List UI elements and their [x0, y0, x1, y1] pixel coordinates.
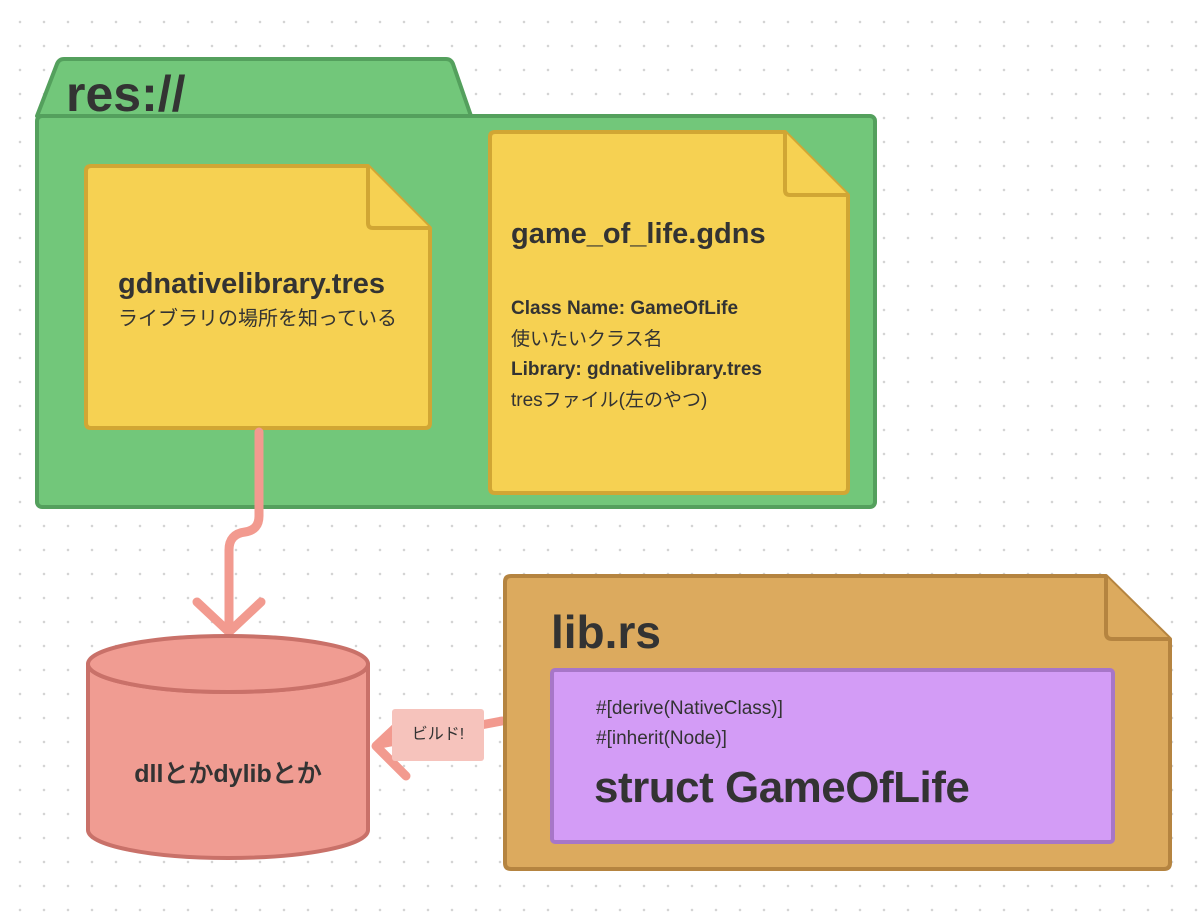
librs-file[interactable] [503, 574, 1172, 871]
note-body [84, 164, 432, 430]
inherit-attribute: #[inherit(Node)] [596, 728, 727, 749]
folder-title: res:// [66, 66, 186, 122]
build-arrow [371, 709, 507, 781]
arrow-shaft [224, 427, 264, 635]
derive-attribute: #[derive(NativeClass)] [596, 698, 783, 719]
gdns-note[interactable] [488, 130, 850, 495]
note-body [488, 130, 850, 495]
struct-box [550, 668, 1115, 844]
tres-description: ライブラリの場所を知っている [118, 308, 397, 330]
gdns-library-note: tresファイル(左のやつ) [511, 389, 708, 411]
arrow-head [192, 597, 266, 637]
librs-title: lib.rs [551, 606, 661, 658]
database-label: dllとかdylibとか [134, 760, 322, 788]
note-fold [366, 166, 430, 230]
library-database[interactable] [86, 634, 370, 860]
gdnativelibrary-note[interactable] [84, 164, 432, 430]
build-label: ビルド! [411, 726, 465, 743]
folder-tab [35, 57, 473, 118]
tres-filename: gdnativelibrary.tres [118, 268, 386, 300]
file-fold [1104, 576, 1170, 641]
gdns-class-name-note: 使いたいクラス名 [511, 328, 663, 350]
struct-declaration: struct GameOfLife [594, 763, 970, 812]
build-badge [392, 709, 484, 761]
gdns-filename: game_of_life.gdns [511, 218, 766, 250]
gdns-library: Library: gdnativelibrary.tres [511, 359, 762, 380]
gdns-properties: Class Name: GameOfLife 使いたいクラス名 Library:… [511, 294, 762, 416]
note-fold [783, 132, 848, 197]
reference-arrow [192, 427, 266, 637]
cylinder-top [86, 634, 370, 694]
gdns-class-name: Class Name: GameOfLife [511, 298, 739, 319]
